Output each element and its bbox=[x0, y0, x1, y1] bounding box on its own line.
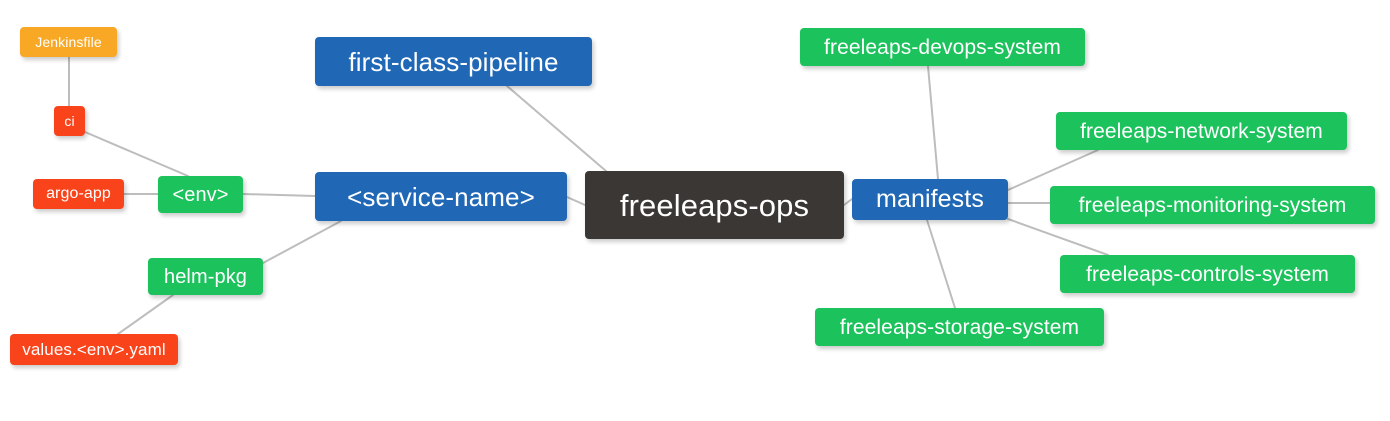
node-freeleaps-devops-system[interactable]: freeleaps-devops-system bbox=[800, 28, 1085, 66]
node-freeleaps-ops[interactable]: freeleaps-ops bbox=[585, 171, 844, 239]
node-freeleaps-monitoring-system[interactable]: freeleaps-monitoring-system bbox=[1050, 186, 1375, 224]
node-service-name[interactable]: <service-name> bbox=[315, 172, 567, 221]
edge-service-name-to-helm-pkg bbox=[262, 220, 342, 264]
edge-freeleaps-ops-to-first-class-pipeline bbox=[506, 85, 607, 172]
node-freeleaps-controls-system[interactable]: freeleaps-controls-system bbox=[1060, 255, 1355, 293]
edge-manifests-to-freeleaps-storage-system bbox=[926, 219, 956, 309]
edge-manifests-to-freeleaps-devops-system bbox=[927, 65, 939, 180]
edge-freeleaps-ops-to-service-name bbox=[566, 196, 586, 206]
node-label-helm-pkg: helm-pkg bbox=[163, 265, 248, 288]
node-first-class-pipeline[interactable]: first-class-pipeline bbox=[315, 37, 592, 86]
node-values-env-yaml[interactable]: values.<env>.yaml bbox=[10, 334, 178, 365]
node-label-values-env-yaml: values.<env>.yaml bbox=[22, 340, 166, 359]
node-jenkinsfile[interactable]: Jenkinsfile bbox=[20, 27, 117, 57]
node-label-ci: ci bbox=[64, 113, 75, 129]
node-ci[interactable]: ci bbox=[54, 106, 85, 136]
node-helm-pkg[interactable]: helm-pkg bbox=[148, 258, 263, 295]
node-label-freeleaps-monitoring-system: freeleaps-monitoring-system bbox=[1078, 193, 1347, 217]
node-argo-app[interactable]: argo-app bbox=[33, 179, 124, 209]
edge-helm-pkg-to-values-env-yaml bbox=[117, 294, 174, 335]
edge-freeleaps-ops-to-manifests bbox=[843, 198, 853, 206]
node-label-jenkinsfile: Jenkinsfile bbox=[35, 34, 102, 50]
node-label-argo-app: argo-app bbox=[46, 185, 111, 202]
node-label-freeleaps-ops: freeleaps-ops bbox=[619, 187, 810, 223]
node-label-freeleaps-storage-system: freeleaps-storage-system bbox=[839, 315, 1080, 339]
node-label-env: <env> bbox=[172, 183, 229, 206]
edge-service-name-to-env bbox=[242, 193, 316, 197]
node-label-freeleaps-devops-system: freeleaps-devops-system bbox=[824, 35, 1061, 59]
node-label-service-name: <service-name> bbox=[347, 181, 535, 212]
node-label-manifests: manifests bbox=[876, 185, 984, 213]
node-env[interactable]: <env> bbox=[158, 176, 243, 213]
node-manifests[interactable]: manifests bbox=[852, 179, 1008, 220]
edge-env-to-ci bbox=[84, 131, 189, 177]
node-freeleaps-storage-system[interactable]: freeleaps-storage-system bbox=[815, 308, 1104, 346]
node-label-freeleaps-controls-system: freeleaps-controls-system bbox=[1086, 262, 1329, 286]
node-label-first-class-pipeline: first-class-pipeline bbox=[348, 46, 559, 77]
node-freeleaps-network-system[interactable]: freeleaps-network-system bbox=[1056, 112, 1347, 150]
node-label-freeleaps-network-system: freeleaps-network-system bbox=[1080, 119, 1323, 143]
edge-manifests-to-freeleaps-controls-system bbox=[1007, 218, 1109, 256]
edge-manifests-to-freeleaps-network-system bbox=[1007, 149, 1099, 191]
